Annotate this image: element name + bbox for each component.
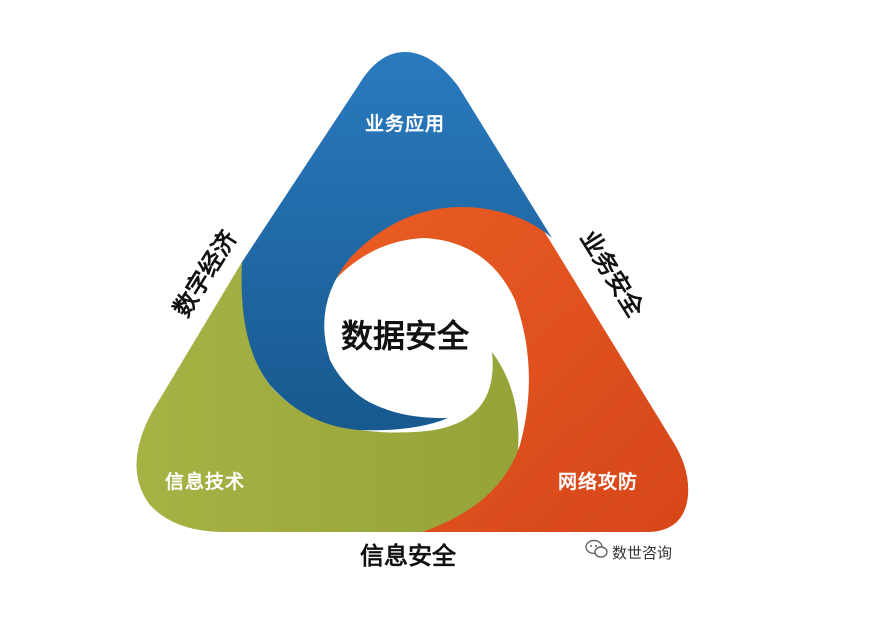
segment-green — [136, 262, 519, 532]
center-circle — [329, 259, 481, 411]
segment-label-left: 信息技术 — [165, 470, 245, 493]
segment-blue — [241, 52, 553, 431]
center-label: 数据安全 — [341, 317, 470, 355]
segment-orange — [330, 194, 689, 532]
watermark-text: 数世咨询 — [612, 544, 672, 562]
wechat-icon — [585, 539, 608, 558]
watermark: 数世咨询 — [585, 539, 672, 562]
segment-label-right: 网络攻防 — [558, 470, 638, 493]
segment-label-top: 业务应用 — [365, 112, 445, 135]
side-label-bottom: 信息安全 — [360, 542, 457, 570]
